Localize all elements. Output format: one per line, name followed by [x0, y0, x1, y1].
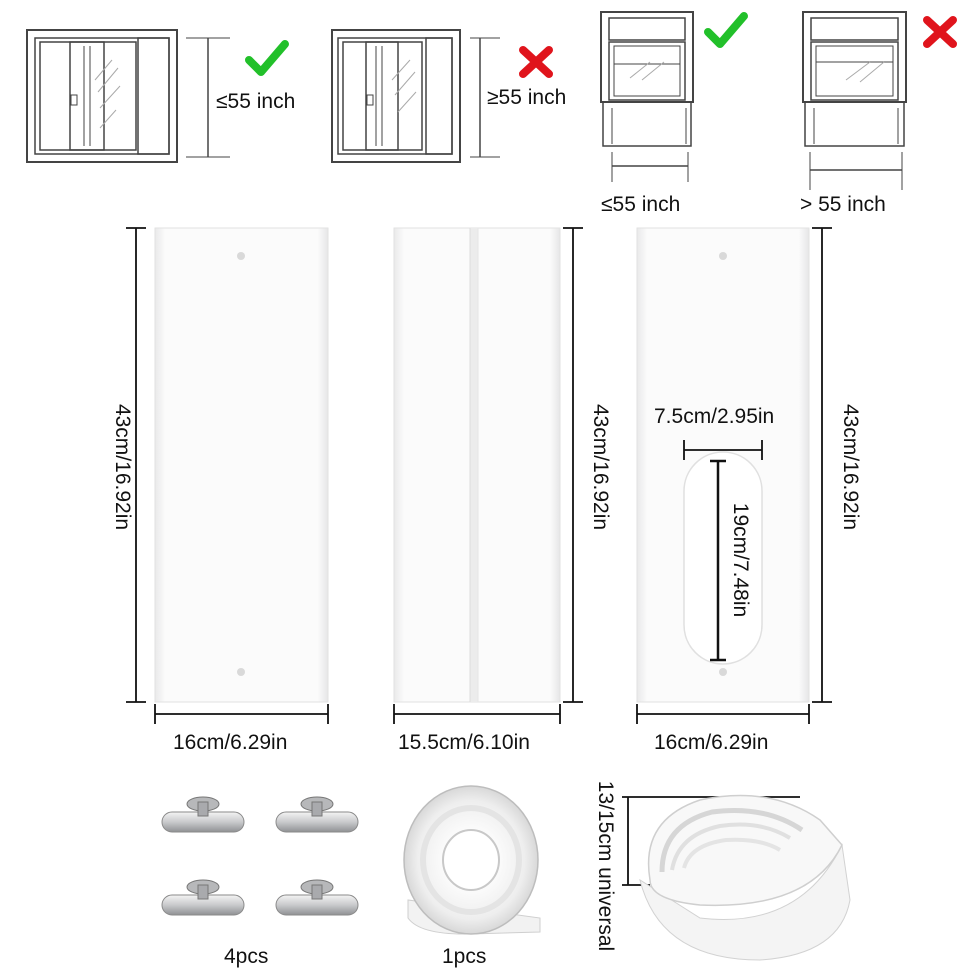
panel3-height-label: 43cm/16.92in [839, 403, 862, 531]
hung-ok-label: ≤55 inch [601, 193, 681, 216]
sliding-bad-label: ≥55 inch [487, 86, 567, 109]
cross-icon [519, 46, 553, 78]
panel1-width-label: 16cm/6.29in [173, 731, 288, 754]
window-adapter [622, 794, 851, 961]
hung-bad-label: > 55 inch [800, 193, 886, 216]
panel1-height-label: 43cm/16.92in [111, 403, 134, 531]
cross-icon [923, 16, 957, 48]
hole-width-label: 7.5cm/2.95in [654, 405, 775, 428]
hole-height-label: 19cm/7.48in [729, 502, 752, 618]
panel2-height-label: 43cm/16.92in [589, 403, 612, 531]
screw-bracket [161, 879, 245, 916]
screw-bracket [275, 879, 359, 916]
adapter-label: 13/15cm universal [594, 780, 617, 952]
screw-bracket [161, 796, 245, 833]
panel2-width-label: 15.5cm/6.10in [398, 731, 530, 754]
check-icon [704, 12, 748, 48]
tape-roll [403, 785, 541, 935]
screws-count-label: 4pcs [224, 945, 269, 968]
sliding-ok-label: ≤55 inch [216, 90, 296, 113]
tape-count-label: 1pcs [442, 945, 487, 968]
check-icon [245, 40, 289, 76]
screw-bracket [275, 796, 359, 833]
panel3-width-label: 16cm/6.29in [654, 731, 769, 754]
